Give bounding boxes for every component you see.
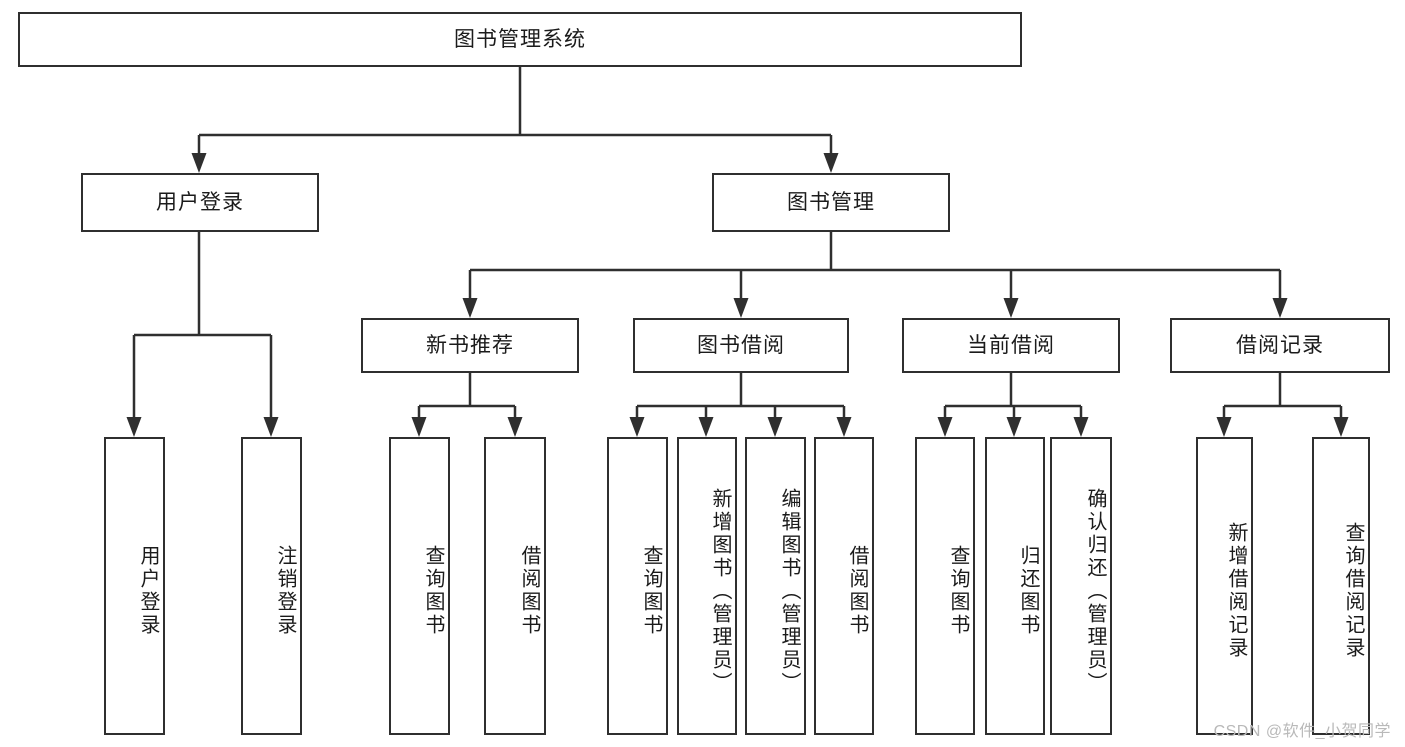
arrowhead-arrow-bookmgmt <box>823 153 839 173</box>
node-label: 注销登录 <box>274 545 296 637</box>
node-borrow[interactable]: 图书借阅 <box>633 318 849 373</box>
node-leaf-cur-2[interactable]: 归还图书 <box>985 437 1045 735</box>
node-label: 确认归还（管理员） <box>1084 487 1106 695</box>
arrowhead-arrow-leaf-new1 <box>411 417 427 437</box>
node-label: 用户登录 <box>156 190 244 214</box>
arrowhead-arrow-leaf-login2 <box>263 417 279 437</box>
arrowhead-arrow-leaf-login1 <box>126 417 142 437</box>
node-login[interactable]: 用户登录 <box>81 173 319 232</box>
node-label: 查询借阅记录 <box>1342 522 1364 660</box>
node-label: 查询图书 <box>640 545 662 637</box>
node-leaf-cur-1[interactable]: 查询图书 <box>915 437 975 735</box>
node-label: 查询图书 <box>947 545 969 637</box>
node-leaf-login-2[interactable]: 注销登录 <box>241 437 302 735</box>
node-leaf-borrow-2[interactable]: 新增图书（管理员） <box>677 437 737 735</box>
arrowhead-arrow-leaf-rec2 <box>1333 417 1349 437</box>
arrowhead-arrow-leaf-cur3 <box>1073 417 1089 437</box>
node-label: 图书管理 <box>787 190 875 214</box>
node-label: 用户登录 <box>137 545 159 637</box>
node-label: 图书借阅 <box>697 333 785 357</box>
arrowhead-arrow-login <box>191 153 207 173</box>
arrowhead-arrow-leaf-bor2 <box>698 417 714 437</box>
node-label: 图书管理系统 <box>454 27 586 51</box>
node-label: 查询图书 <box>422 545 444 637</box>
node-leaf-rec-1[interactable]: 新增借阅记录 <box>1196 437 1253 735</box>
node-label: 新增图书（管理员） <box>709 487 731 695</box>
node-label: 新增借阅记录 <box>1225 522 1247 660</box>
node-leaf-borrow-1[interactable]: 查询图书 <box>607 437 668 735</box>
node-leaf-login-1[interactable]: 用户登录 <box>104 437 165 735</box>
arrowhead-arrow-leaf-bor1 <box>629 417 645 437</box>
watermark-text: CSDN @软件_小贺同学 <box>1213 723 1391 740</box>
node-leaf-new-2[interactable]: 借阅图书 <box>484 437 546 735</box>
node-root[interactable]: 图书管理系统 <box>18 12 1022 67</box>
arrowhead-arrow-leaf-cur2 <box>1006 417 1022 437</box>
arrowhead-arrow-leaf-bor4 <box>836 417 852 437</box>
node-label: 借阅记录 <box>1236 333 1324 357</box>
arrowhead-arrow-leaf-rec1 <box>1216 417 1232 437</box>
node-label: 借阅图书 <box>518 545 540 637</box>
node-leaf-rec-2[interactable]: 查询借阅记录 <box>1312 437 1370 735</box>
arrowhead-arrow-leaf-cur1 <box>937 417 953 437</box>
node-records[interactable]: 借阅记录 <box>1170 318 1390 373</box>
arrowhead-arrow-leaf-bor3 <box>767 417 783 437</box>
arrowhead-arrow-borrow <box>733 298 749 318</box>
node-leaf-new-1[interactable]: 查询图书 <box>389 437 450 735</box>
node-label: 当前借阅 <box>967 333 1055 357</box>
node-label: 新书推荐 <box>426 333 514 357</box>
arrowhead-arrow-leaf-new2 <box>507 417 523 437</box>
node-label: 借阅图书 <box>846 545 868 637</box>
node-bookmgmt[interactable]: 图书管理 <box>712 173 950 232</box>
arrowhead-arrow-current <box>1003 298 1019 318</box>
node-newbook[interactable]: 新书推荐 <box>361 318 579 373</box>
node-label: 归还图书 <box>1017 545 1039 637</box>
node-current[interactable]: 当前借阅 <box>902 318 1120 373</box>
arrowhead-arrow-records <box>1272 298 1288 318</box>
node-leaf-borrow-4[interactable]: 借阅图书 <box>814 437 874 735</box>
arrowhead-arrow-newbook <box>462 298 478 318</box>
node-leaf-cur-3[interactable]: 确认归还（管理员） <box>1050 437 1112 735</box>
node-label: 编辑图书（管理员） <box>778 487 800 695</box>
node-leaf-borrow-3[interactable]: 编辑图书（管理员） <box>745 437 806 735</box>
